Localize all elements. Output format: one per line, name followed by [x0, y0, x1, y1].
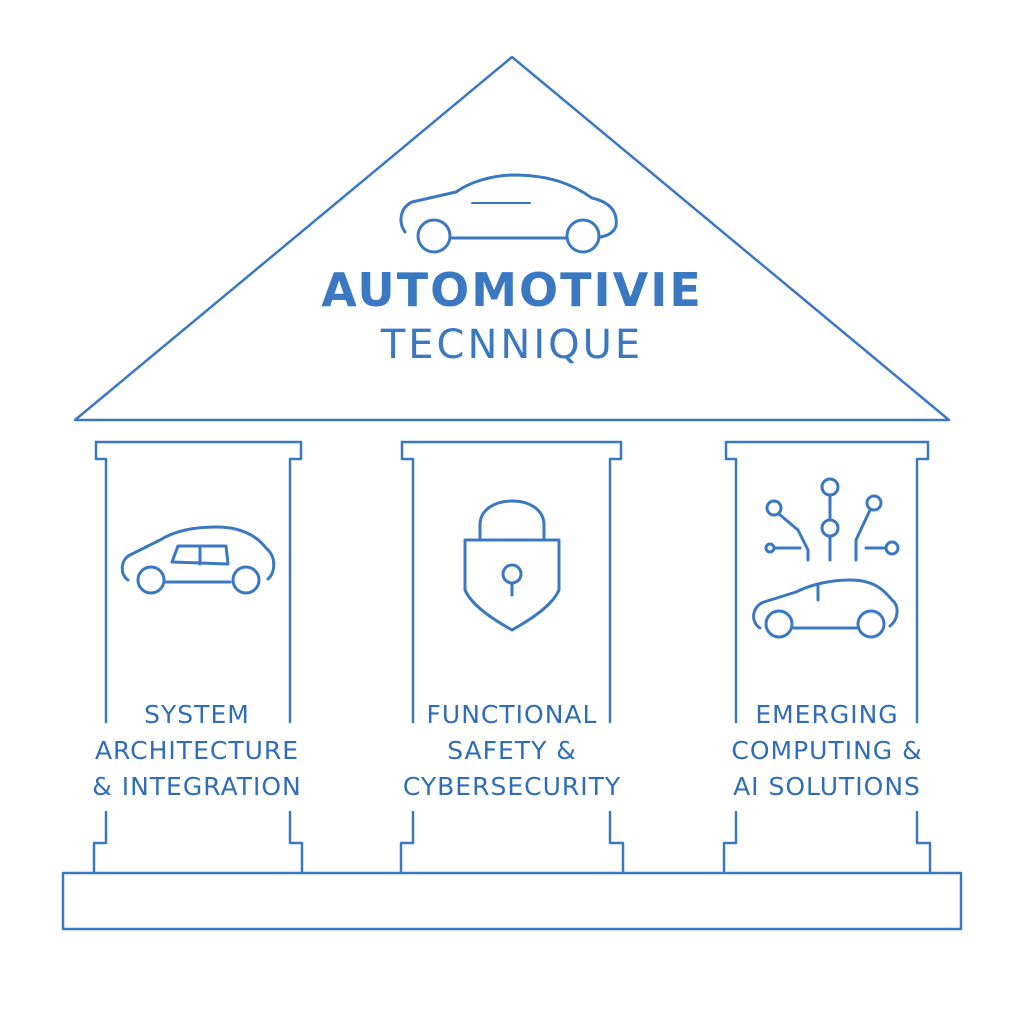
pillar-label-line: ARCHITECTURE	[94, 736, 300, 765]
pillar-label-emerging-computing: EMERGING COMPUTING & AI SOLUTIONS	[712, 697, 942, 805]
car-icon	[399, 173, 618, 254]
pillar-label-line: FUNCTIONAL	[426, 700, 598, 729]
pillar-label-line: CYBERSECURITY	[402, 772, 622, 801]
pillar-label-line: & INTEGRATION	[92, 772, 302, 801]
pillar-label-line: AI SOLUTIONS	[733, 772, 921, 801]
ai-circuit-car-icon	[752, 477, 900, 639]
pillar-functional-safety	[399, 440, 625, 874]
pillar-emerging-computing	[722, 440, 932, 874]
pillar-label-line: COMPUTING &	[731, 736, 923, 765]
roof-pediment	[73, 55, 951, 422]
diagram-title: AUTOMOTIVIE	[321, 263, 703, 317]
car-architecture-icon	[120, 525, 276, 595]
pillar-system-architecture	[92, 440, 304, 874]
pillar-label-functional-safety: FUNCTIONAL SAFETY & CYBERSECURITY	[386, 697, 638, 805]
base-platform	[61, 871, 963, 931]
pillar-label-line: SAFETY &	[447, 736, 577, 765]
pillar-label-line: SYSTEM	[144, 700, 250, 729]
diagram-subtitle: TECNNIQUE	[380, 322, 644, 368]
pillar-label-system-architecture: SYSTEM ARCHITECTURE & INTEGRATION	[74, 697, 320, 805]
pillar-label-line: EMERGING	[755, 700, 899, 729]
padlock-shield-icon	[463, 499, 561, 632]
